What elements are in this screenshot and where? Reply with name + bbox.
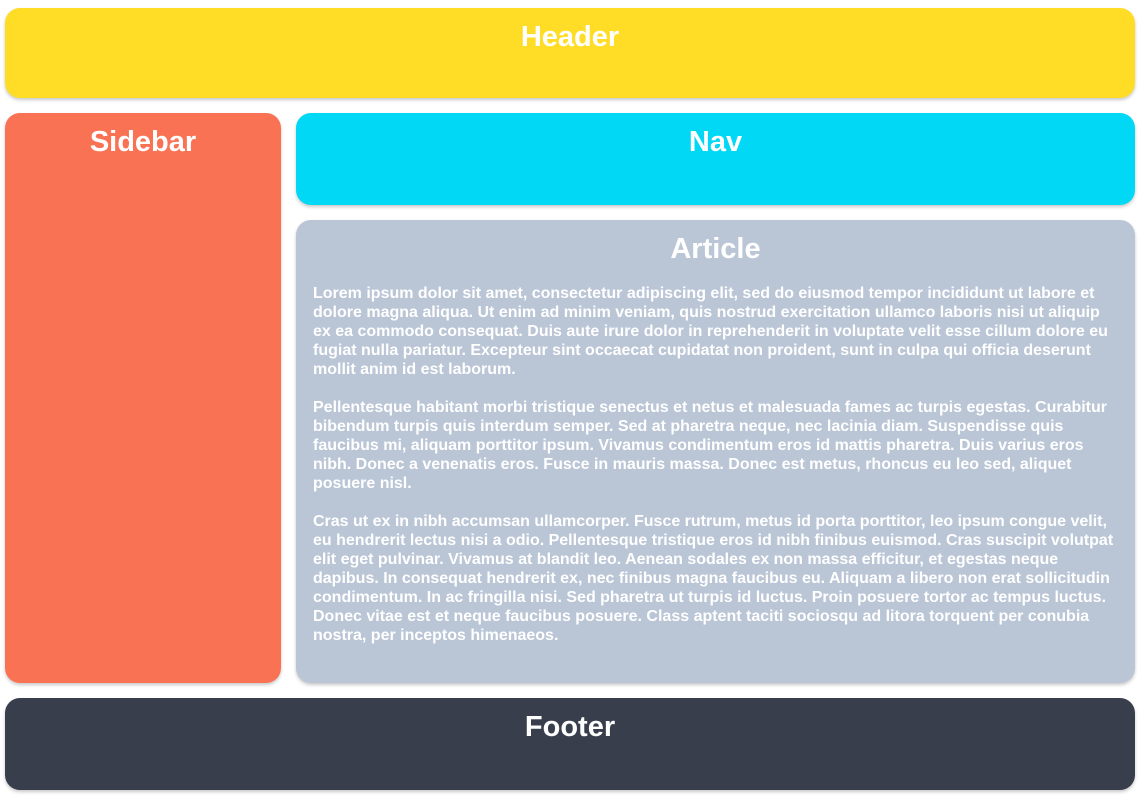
article-paragraph-2: Pellentesque habitant morbi tristique se… [313,398,1108,492]
article-paragraph-3: Cras ut ex in nibh accumsan ullamcorper.… [313,512,1114,644]
sidebar: Sidebar [5,113,281,683]
nav-bar: Nav [296,113,1135,205]
article-paragraph-1: Lorem ipsum dolor sit amet, consectetur … [313,284,1108,378]
header-title: Header [520,21,620,53]
header: Header [5,8,1135,98]
footer-title: Footer [524,711,616,743]
article: Article Lorem ipsum dolor sit amet, cons… [296,220,1135,683]
main-column: Nav Article Lorem ipsum dolor sit amet, … [296,113,1135,683]
article-title: Article [670,233,761,265]
nav-title: Nav [688,126,743,158]
middle-row: Sidebar Nav Article Lorem ipsum dolor si… [5,113,1135,683]
sidebar-title: Sidebar [89,126,197,158]
footer: Footer [5,698,1135,790]
